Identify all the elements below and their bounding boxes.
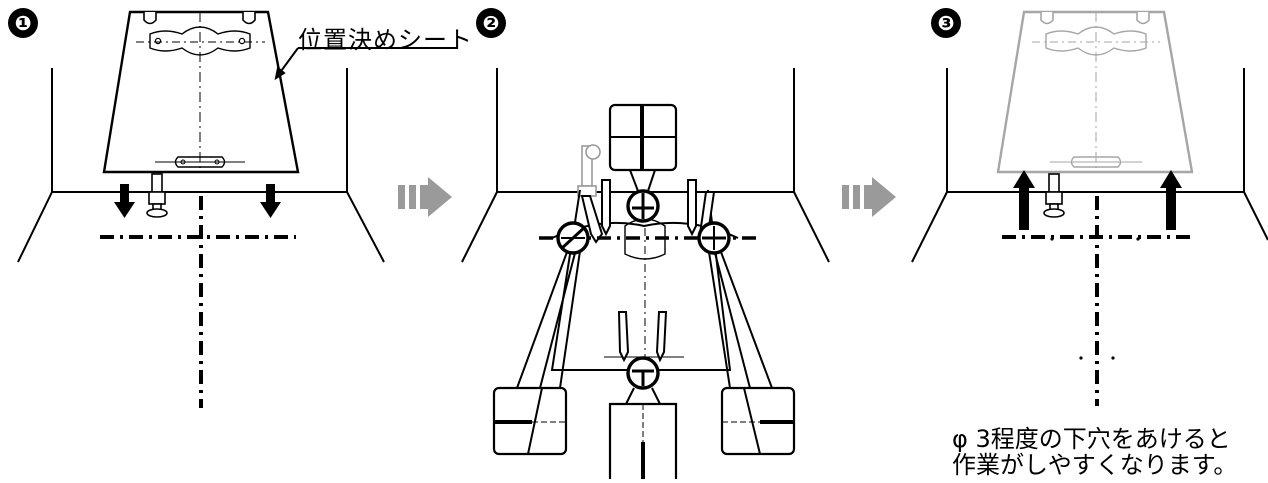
water-supply-pipe-icon — [1043, 173, 1065, 218]
positioning-sheet-label: 位置決めシート — [298, 26, 473, 54]
water-supply-pipe-icon — [146, 173, 168, 218]
positioning-sheet-faded — [996, 10, 1194, 174]
detail-callout-left — [492, 250, 581, 456]
step-3-badge: ❸ — [931, 8, 961, 38]
arrow-up-icon — [1013, 170, 1035, 230]
positioning-sheet — [102, 10, 300, 174]
detail-callout-top — [608, 103, 678, 192]
crosshair-circle-icon — [556, 221, 590, 255]
step-1-badge: ❶ — [8, 8, 38, 38]
crosshair-circle-icon — [697, 221, 731, 255]
panel-2 — [461, 68, 830, 479]
arrow-down-icon — [114, 184, 135, 218]
step-2-badge: ❷ — [476, 8, 506, 38]
detail-callout-bottom — [608, 387, 678, 479]
water-supply-pipe-icon — [577, 144, 601, 205]
room-corner — [911, 68, 1268, 263]
double-bar-arrow-right-icon — [398, 177, 452, 217]
arrow-down-icon — [260, 184, 281, 218]
double-bar-arrow-right-icon — [842, 177, 896, 217]
panel-1 — [17, 10, 458, 408]
pilot-hole-marks — [1050, 237, 1140, 360]
arrow-up-icon — [1160, 170, 1182, 230]
crosshair-circle-icon — [626, 189, 660, 223]
pilot-hole-note: φ 3程度の下穴をあけると 作業がしやすくなります。 — [952, 426, 1237, 478]
note-line-1: φ 3程度の下穴をあけると — [952, 425, 1231, 453]
sheet-label-leader — [274, 47, 458, 81]
panel-3 — [911, 10, 1268, 406]
note-line-2: 作業がしやすくなります。 — [952, 451, 1238, 479]
room-corner — [461, 68, 830, 263]
room-corner — [17, 68, 385, 263]
detail-callout-right — [708, 251, 796, 456]
crosshair-circle-icon — [626, 356, 660, 390]
